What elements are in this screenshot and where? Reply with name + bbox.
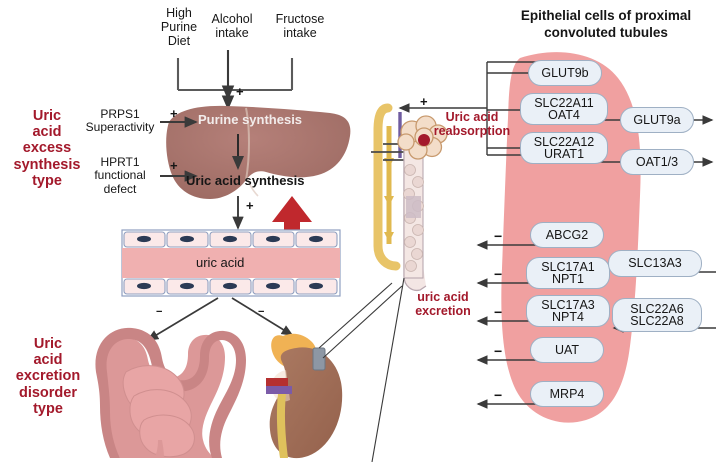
transporter-slc22a6-slc22a8[interactable]: SLC22A6 SLC22A8 [612,298,702,332]
input-label-fructose-intake: Fructose intake [262,12,338,40]
callout-line-top [318,282,393,349]
plus-sign-hprt1: + [170,158,178,173]
input-label-alcohol-intake: Alcohol intake [196,12,268,40]
transporter-label-line1: SLC17A3 [541,297,595,312]
transporter-slc22a12-urat1[interactable]: SLC22A12 URAT1 [520,132,608,164]
reabsorption-line-2: reabsorption [433,124,511,138]
input-line2: intake [215,26,249,40]
disorder-line-5: type [33,400,63,417]
type-line-4: synthesis [13,156,81,173]
transporter-label-line1: SLC17A1 [541,259,595,274]
plus-sign-synthesis: + [246,198,254,213]
input-label-high-purine-diet: High Purine Diet [144,6,214,48]
intestine-organ [95,327,246,458]
transporter-glut9b[interactable]: GLUT9b [528,60,602,86]
vessel-cell-sheet [121,229,341,297]
transporter-label-line1: SLC22A6 [630,301,684,316]
type-line-5: type [32,172,62,189]
uric-acid-lumen-label: uric acid [196,255,245,270]
minus-sign-slc17a3: − [494,304,503,320]
disorder-line-1: Uric [33,336,63,352]
minus-sign-slc17a1: − [494,266,503,282]
transporter-label: ABCG2 [545,227,589,242]
disorder-line-2: acid [33,352,63,369]
transporter-label-line2: NPT1 [552,272,584,286]
input-line1: Fructose [275,12,325,26]
minus-sign-uat: − [494,343,503,359]
plus-sign-prps1: + [170,106,178,121]
uric-acid-excess-synthesis-type-label: Uric acid excess synthesis type [12,108,82,189]
transporter-glut9a[interactable]: GLUT9a [620,107,694,133]
input-line3: Diet [167,34,191,48]
transporter-slc17a1-npt1[interactable]: SLC17A1 NPT1 [526,257,610,289]
transporter-mrp4[interactable]: MRP4 [530,381,604,407]
type-line-2: acid [32,124,62,141]
callout-line-bottom [322,285,403,359]
minus-sign-abcg2: − [494,228,503,244]
uric-acid-reabsorption-label: Uric acid reabsorption [424,110,520,138]
transporter-slc17a3-npt4[interactable]: SLC17A3 NPT4 [526,295,610,327]
reabsorption-line-1: Uric acid [445,110,499,124]
epithelial-cells-title: Epithelial cells of proximal convoluted … [496,8,716,42]
purine-synthesis-label: Purine synthesis [198,112,303,127]
transporter-label: GLUT9a [633,112,681,127]
transporter-label-line2: SLC22A8 [630,314,684,328]
transporter-label-line1: SLC22A12 [533,134,595,149]
prps1-line2: Superactivity [85,120,155,135]
transporter-slc22a11-oat4[interactable]: SLC22A11 OAT4 [520,93,608,125]
excretion-line-2: excretion [415,304,471,318]
transporter-label: OAT1/3 [635,154,679,169]
type-line-3: excess [22,140,72,157]
type-line-1: Uric [32,108,62,124]
to-intestine-arrow [146,297,219,341]
input-line2: intake [283,26,317,40]
title-line-2: convoluted tubules [544,24,668,40]
transporter-abcg2[interactable]: ABCG2 [530,222,604,248]
prps1-line1: PRPS1 [100,107,140,121]
excretion-line-1: uric acid [417,290,469,304]
kidney-organ [266,333,343,459]
prps1-superactivity-label: PRPS1 Superactivity [78,107,162,135]
input-line1: Alcohol [211,12,253,26]
uric-acid-excretion-label: uric acid excretion [404,290,482,318]
input-line1: High [166,6,192,20]
input-line2: Purine [160,20,198,34]
transporter-label: UAT [554,342,580,357]
uric-acid-excretion-disorder-type-label: Uric acid excretion disorder type [6,336,90,417]
uric-acid-synthesis-label: Uric acid synthesis [186,173,305,188]
to-kidney-arrow [231,297,294,336]
transporter-label: MRP4 [549,386,585,401]
transporter-oat13[interactable]: OAT1/3 [620,149,694,175]
transporter-label-line2: OAT4 [548,108,580,122]
transporter-label-line2: URAT1 [543,147,585,161]
plus-sign-intake: + [236,84,244,99]
transporter-label-line1: SLC22A11 [534,95,594,110]
minus-sign-intestine: − [156,306,163,318]
minus-sign-kidney: − [258,306,265,318]
transporter-label: GLUT9b [541,65,589,80]
disorder-line-3: excretion [15,368,81,385]
transporter-uat[interactable]: UAT [530,337,604,363]
input-bracket [176,58,294,92]
minus-sign-mrp4: − [494,387,503,403]
plus-sign-reabsorption: + [420,94,428,109]
hprt1-functional-defect-label: HPRT1 functional defect [78,155,162,196]
transporter-slc13a3[interactable]: SLC13A3 [608,250,702,277]
transporter-label: SLC13A3 [628,256,682,271]
hprt1-line2: functional [94,168,146,183]
disorder-line-4: disorder [18,384,77,401]
liver-organ [166,105,351,199]
nephron [371,103,448,462]
title-line-1: Epithelial cells of proximal [520,8,692,23]
hprt1-line1: HPRT1 [100,155,140,169]
hprt1-line3: defect [103,181,137,196]
transporter-label-line2: NPT4 [552,310,584,324]
